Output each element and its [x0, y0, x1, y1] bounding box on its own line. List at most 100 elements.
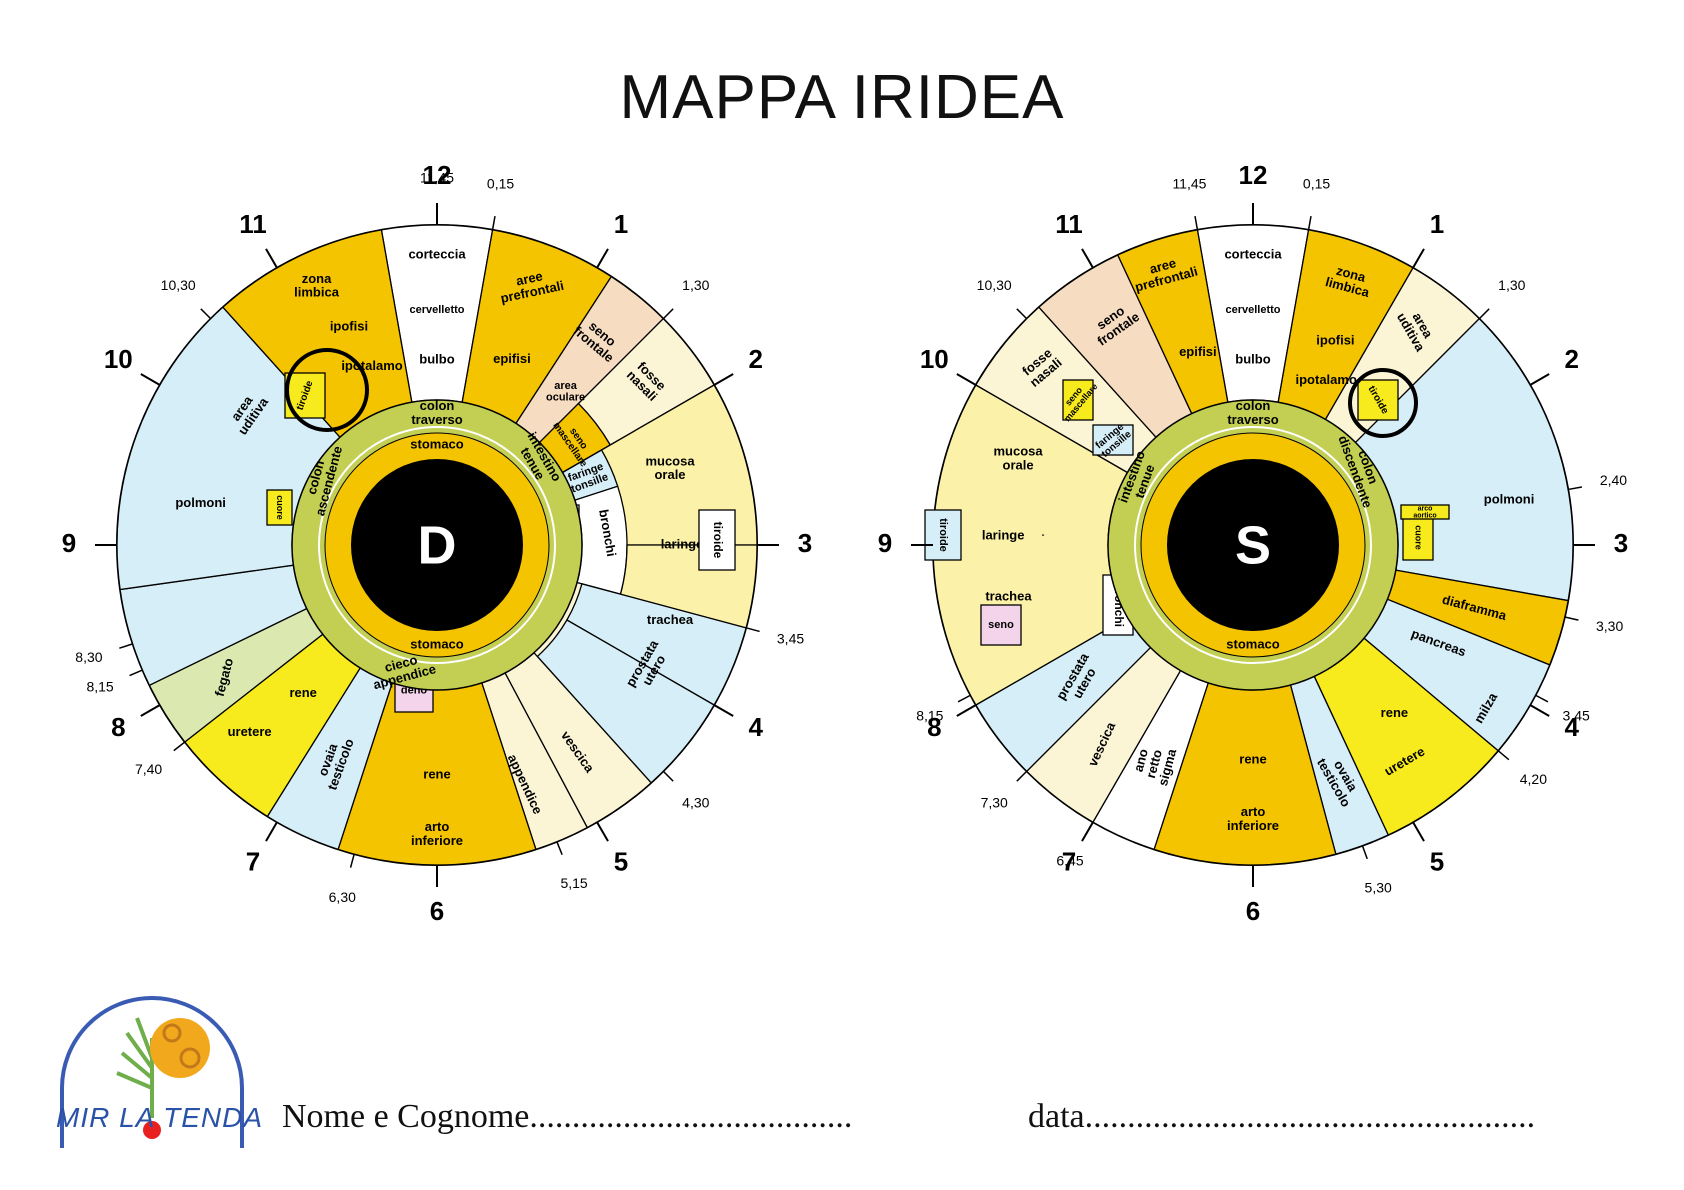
- iris-organ-box: [698, 509, 736, 571]
- minor-tick-label: 11,45: [1172, 175, 1206, 191]
- highlight-circle: [285, 348, 369, 432]
- iris-zone-label: corteccia: [408, 246, 466, 261]
- iris-organ-box: [980, 604, 1022, 646]
- iris-zone-label: uretere: [228, 724, 272, 739]
- clock-hour-label: 10: [104, 344, 133, 374]
- minor-tick-label: 1,30: [682, 277, 709, 293]
- minor-tick: [745, 627, 760, 633]
- clock-hour-label: 7: [1062, 847, 1076, 877]
- iris-zone-label: polmoni: [175, 495, 226, 510]
- clock-hour-label: 12: [423, 160, 452, 190]
- clock-tick: [956, 704, 977, 717]
- intestine-label: stomaco: [1226, 636, 1280, 651]
- clock-hour-label: 11: [239, 209, 267, 239]
- minor-tick: [119, 643, 133, 649]
- minor-tick-label: 3,45: [777, 630, 804, 646]
- minor-tick: [1016, 770, 1028, 782]
- iris-zone-label: anorettosigma: [1129, 740, 1180, 788]
- iris-zone-label: corteccia: [1224, 246, 1282, 261]
- clock-hour-label: 3: [1614, 528, 1628, 558]
- iris-zone-label: trachea: [985, 588, 1032, 603]
- clock-tick: [1412, 821, 1425, 842]
- iris-zone-label: rene: [1239, 751, 1266, 766]
- iris-organ-box: [924, 509, 962, 561]
- pupil-label: D: [418, 515, 457, 575]
- iris-zone-label: laringe: [661, 536, 704, 551]
- minor-tick: [491, 215, 496, 230]
- date-dots: ........................................…: [1084, 1098, 1536, 1135]
- date-field[interactable]: data....................................…: [1028, 1098, 1535, 1136]
- iris-organ-box: [1357, 379, 1399, 421]
- clock-tick: [1081, 248, 1094, 269]
- clock-tick: [596, 821, 609, 842]
- minor-tick: [129, 669, 143, 677]
- iris-zone-label: polmoni: [1484, 491, 1535, 506]
- minor-tick: [1361, 845, 1368, 860]
- iris-organ-label: seno: [1042, 534, 1045, 536]
- clock-hour-label: 5: [1430, 847, 1444, 877]
- minor-tick: [200, 308, 212, 320]
- iris-organ-label: cuore: [275, 495, 285, 520]
- minor-tick-label: 7,30: [981, 795, 1008, 811]
- minor-tick-label: 8,15: [916, 708, 943, 724]
- clock-tick: [956, 373, 977, 386]
- iris-zone-label: cervelletto: [1225, 304, 1280, 316]
- name-dots: ......................................: [529, 1098, 853, 1135]
- minor-tick-label: 11,45: [420, 170, 454, 186]
- minor-tick-label: 8,30: [75, 649, 102, 665]
- clock-tick: [713, 704, 734, 717]
- minor-tick: [662, 770, 674, 782]
- iris-zone-label: cervelletto: [409, 304, 464, 316]
- clock-hour-label: 7: [246, 847, 260, 877]
- minor-tick-label: 0,15: [487, 175, 514, 191]
- minor-tick-label: 8,15: [86, 679, 113, 695]
- iris-organ-box: [1400, 504, 1450, 520]
- clock-hour-label: 12: [1239, 160, 1268, 190]
- clock-tick: [1412, 248, 1425, 269]
- clock-hour-label: 1: [1430, 209, 1444, 239]
- iris-organ-label: tiroide: [937, 518, 949, 552]
- minor-tick: [1497, 750, 1510, 761]
- minor-tick: [556, 841, 563, 855]
- iris-organ-box: [1092, 424, 1134, 456]
- pupil: [351, 459, 523, 631]
- iris-zone-label: ipofisi: [1316, 332, 1354, 347]
- iris-zone-label: ipotalamo: [1296, 372, 1357, 387]
- right-iris-map: cortecciacervellettobulboareeprefrontali…: [62, 160, 812, 926]
- date-label: data: [1028, 1098, 1085, 1135]
- intestine-label: stomaco: [410, 636, 464, 651]
- clock-hour-label: 8: [111, 712, 125, 742]
- name-field[interactable]: Nome e Cognome..........................…: [282, 1098, 852, 1136]
- iris-zone-label: rene: [1381, 705, 1408, 720]
- clock-hour-label: 9: [62, 528, 76, 558]
- left-iris-map: cortecciacervellettobulbozonalimbicaipof…: [878, 160, 1628, 926]
- intestine-divider: [318, 426, 556, 664]
- clock-hour-label: 9: [878, 528, 892, 558]
- minor-tick: [349, 853, 355, 868]
- minor-tick-label: 6,45: [1056, 853, 1083, 869]
- iris-organ-label: seno: [988, 619, 1014, 631]
- tree-brain-icon: [60, 996, 244, 1148]
- minor-tick-label: 10,30: [161, 277, 196, 293]
- minor-tick: [957, 694, 971, 703]
- clock-hour-label: 1: [614, 209, 628, 239]
- minor-tick-label: 5,15: [560, 875, 587, 891]
- intestine-divider: [1134, 426, 1372, 664]
- clock-hour-label: 11: [1055, 209, 1083, 239]
- clock-hour-label: 6: [430, 896, 444, 926]
- name-label: Nome e Cognome: [282, 1098, 530, 1135]
- clock-tick: [713, 373, 734, 386]
- iris-zone-label: ipofisi: [330, 319, 368, 334]
- iris-zone-label: laringe: [982, 528, 1025, 543]
- iris-zone-label: epifisi: [493, 351, 531, 366]
- minor-tick: [173, 741, 186, 752]
- minor-tick-label: 0,15: [1303, 175, 1330, 191]
